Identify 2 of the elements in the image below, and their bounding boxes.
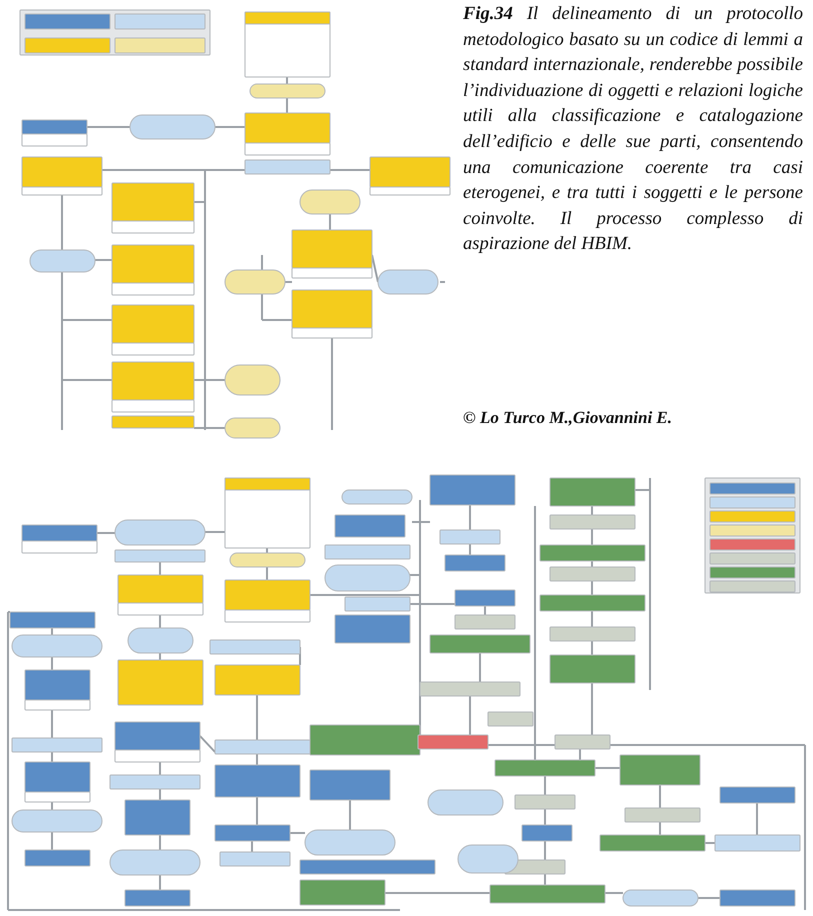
figure-caption: Fig.34 Il delineamento di un protocollo metodologico basato su un codice di lemmi a standard internazionale, renderebbe possibile l’individuazione di oggetti e relazioni logiche utili alla classificazione e catalogazione dell’edificio e delle sue parti, consentendo una comunicazione coerente tra casi eterogenei, e tra tutti i soggetti e le persone coinvolte. Il processo complesso di aspirazione del HBIM. [463,3,803,256]
credit-line: © Lo Turco M.,Giovannini E. [463,408,672,428]
